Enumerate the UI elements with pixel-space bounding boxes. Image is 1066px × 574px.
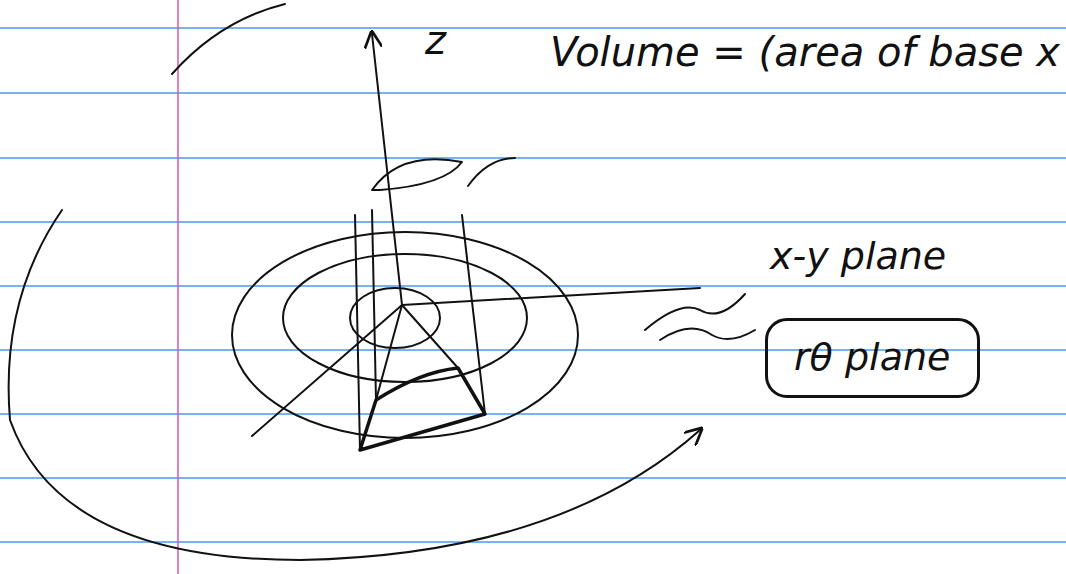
node-text: rθ plane xyxy=(794,337,951,379)
axis-label: z xyxy=(425,18,446,62)
plane-label: x-y plane xyxy=(770,236,946,278)
boxed-note: rθ plane xyxy=(765,318,980,398)
illustration xyxy=(9,4,755,560)
margin-line xyxy=(177,0,179,574)
formula-note: Volume = (area of base x xyxy=(550,30,1060,74)
ruled-lines xyxy=(0,28,1066,542)
